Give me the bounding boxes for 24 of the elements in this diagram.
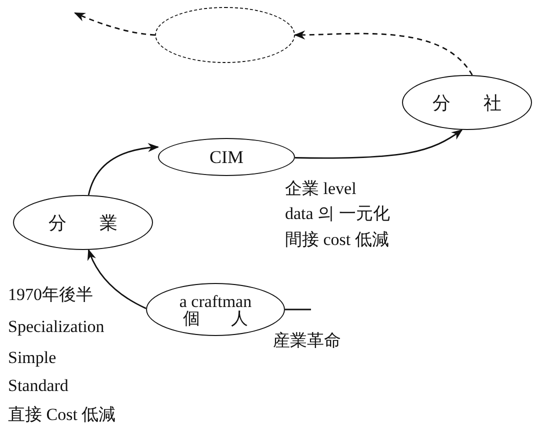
- annotation-text: Standard: [8, 377, 68, 394]
- annotation-text: 1970年後半: [8, 286, 93, 303]
- annotation-text: 間接 cost 低減: [285, 231, 389, 248]
- annotation-text: Specialization: [8, 318, 104, 335]
- node-text: 分 業: [48, 214, 118, 232]
- arrow: [295, 129, 463, 159]
- annotation-text: 直接 Cost 低減: [8, 406, 116, 423]
- dashed-arrow: [294, 30, 473, 76]
- dashed-ellipse: [155, 7, 295, 63]
- annotation-text: data 의 一元化: [285, 205, 390, 222]
- annotation-text: Simple: [8, 349, 56, 366]
- arrow: [88, 143, 160, 196]
- ellipse-node: [402, 75, 532, 130]
- node-text: a craftman: [179, 292, 252, 310]
- node-text: 個 人: [182, 310, 248, 326]
- node-text: 分 社: [432, 94, 502, 112]
- ellipse-node: [158, 138, 295, 176]
- connector-line: [285, 308, 311, 310]
- arrow: [88, 248, 146, 310]
- annotation-text: 企業 level: [285, 180, 356, 197]
- dashed-arrow: [74, 12, 156, 36]
- node-text: CIM: [209, 148, 244, 166]
- annotation-text: 産業革命: [273, 332, 341, 349]
- ellipse-node: [13, 195, 153, 250]
